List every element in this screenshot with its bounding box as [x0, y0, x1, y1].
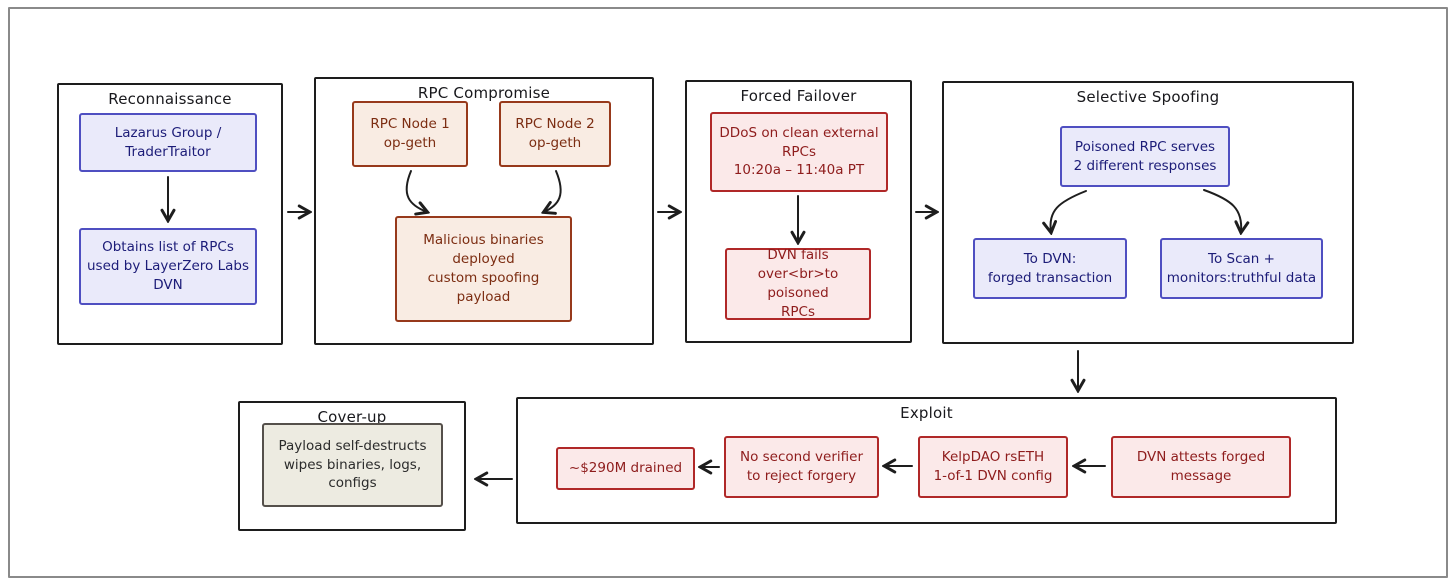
node-dvn-attests-forged: DVN attests forged message [1111, 436, 1291, 498]
group-forced-failover: Forced Failover [685, 80, 912, 343]
node-rpc-node-2: RPC Node 2 op-geth [499, 101, 611, 167]
group-title-reconnaissance: Reconnaissance [108, 90, 232, 108]
image-frame [8, 7, 1448, 578]
group-cover-up: Cover-up [238, 401, 466, 531]
group-rpc-compromise: RPC Compromise [314, 77, 654, 345]
node-kelpdao-config: KelpDAO rsETH 1-of-1 DVN config [918, 436, 1068, 498]
node-drained-amount: ~$290M drained [556, 447, 695, 490]
group-title-selective-spoofing: Selective Spoofing [1076, 88, 1220, 106]
node-lazarus-group: Lazarus Group / TraderTraitor [79, 113, 257, 172]
node-malicious-binaries: Malicious binaries deployed custom spoof… [395, 216, 572, 322]
group-exploit: Exploit [516, 397, 1337, 524]
group-title-cover-up: Cover-up [317, 408, 387, 426]
group-reconnaissance: Reconnaissance [57, 83, 283, 345]
node-ddos-clean-rpcs: DDoS on clean external RPCs 10:20a – 11:… [710, 112, 888, 192]
node-to-dvn-forged: To DVN: forged transaction [973, 238, 1127, 299]
group-title-exploit: Exploit [900, 404, 953, 422]
node-to-scan-truthful: To Scan + monitors:truthful data [1160, 238, 1323, 299]
node-dvn-fails-over: DVN fails over<br>to poisoned RPCs [725, 247, 871, 320]
node-no-second-verifier: No second verifier to reject forgery [724, 436, 879, 498]
node-payload-self-destructs: Payload self-destructs wipes binaries, l… [262, 423, 443, 507]
node-poisoned-rpc: Poisoned RPC serves 2 different response… [1060, 126, 1230, 187]
group-title-rpc-compromise: RPC Compromise [417, 84, 551, 102]
node-obtains-rpc-list: Obtains list of RPCs used by LayerZero L… [79, 228, 257, 305]
group-selective-spoofing: Selective Spoofing [942, 81, 1354, 344]
node-rpc-node-1: RPC Node 1 op-geth [352, 101, 468, 167]
group-title-forced-failover: Forced Failover [740, 87, 857, 105]
